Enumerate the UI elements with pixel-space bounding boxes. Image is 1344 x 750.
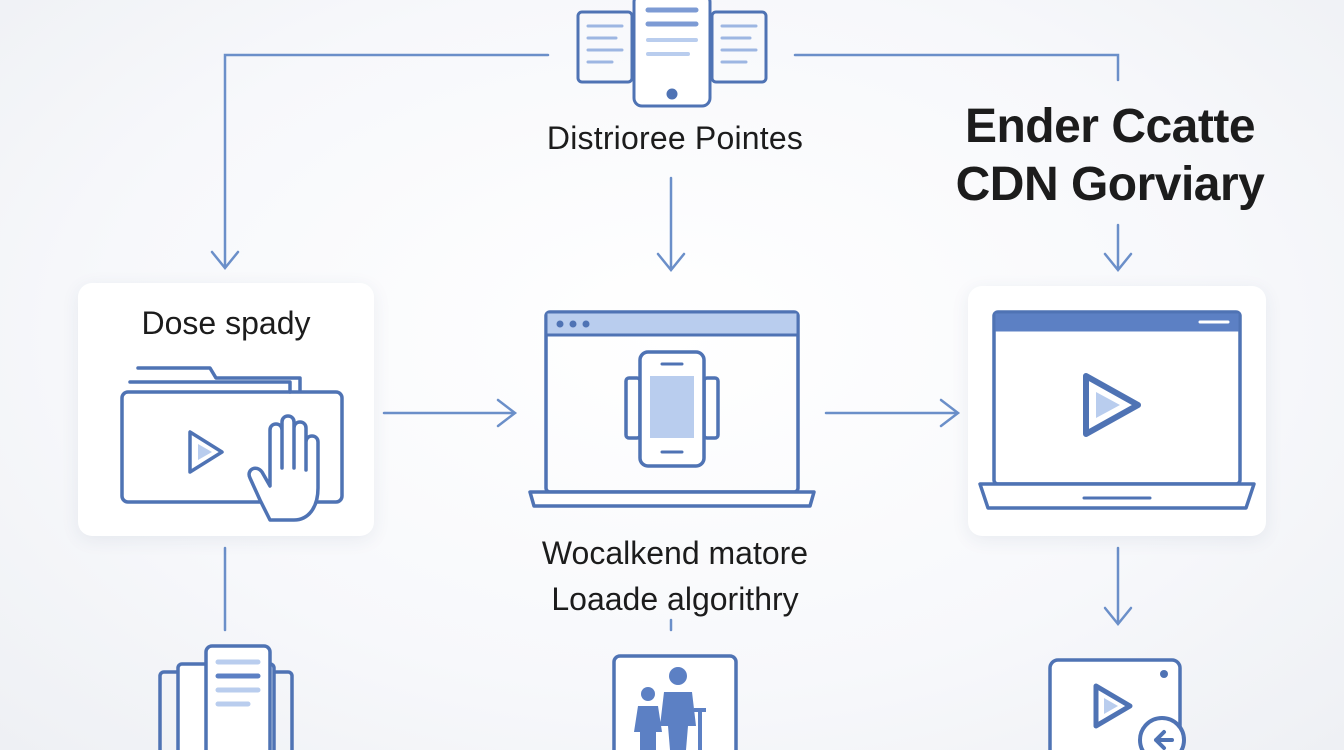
cdn-title: Ender Ccatte CDN Gorviary: [925, 98, 1295, 214]
connector-top-left: [223, 53, 550, 268]
arrowhead-center-down: [656, 252, 686, 272]
middle-node-label: Wocalkend matore Loaade algorithry: [470, 530, 880, 622]
arrowhead-right-down: [1103, 252, 1133, 272]
cdn-title-line-2: CDN Gorviary: [955, 158, 1265, 211]
middle-node-label-line-2: Loaade algorithry: [551, 581, 799, 617]
middle-node-label-line-1: Wocalkend matore: [541, 535, 809, 571]
top-node-label: Distrioree Pointes: [546, 120, 804, 156]
left-node-card[interactable]: [78, 283, 374, 536]
documents-phone-icon: [576, 0, 768, 108]
connector-top-right: [793, 53, 1120, 82]
arrowhead-left-down: [210, 250, 240, 270]
people-icon: [612, 654, 738, 750]
arrowhead-left-mid: [496, 398, 518, 428]
laptop-phone-icon: [528, 310, 816, 508]
laptop-play-icon: [978, 310, 1256, 510]
video-window-icon: [1048, 658, 1186, 750]
left-node-label: Dose spady: [141, 305, 311, 341]
arrowhead-mid-right: [939, 398, 961, 428]
documents-icon: [158, 644, 294, 750]
video-folder-hand-icon: [120, 366, 344, 522]
cdn-title-line-1: Ender Ccatte: [964, 100, 1256, 153]
arrowhead-right-bottom: [1103, 606, 1133, 626]
